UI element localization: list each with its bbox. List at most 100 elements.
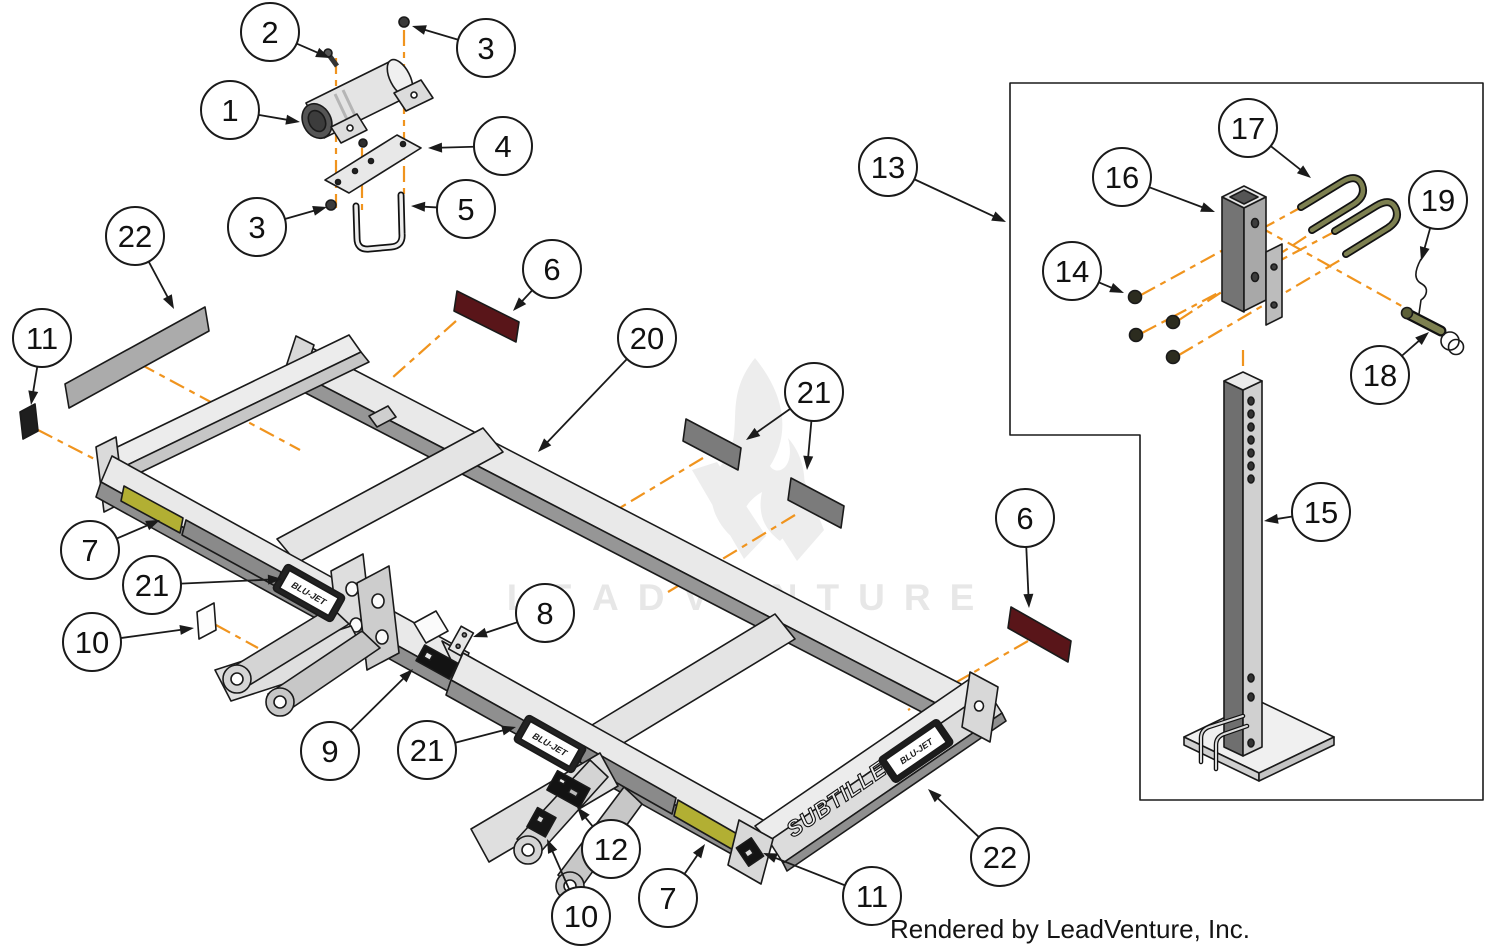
center-cross-tube — [276, 427, 504, 564]
callout-18[interactable]: 18 — [1350, 332, 1429, 405]
callout-balloon[interactable] — [1291, 482, 1351, 542]
leader-line — [1148, 186, 1206, 210]
callout-12[interactable]: 12 — [577, 807, 641, 879]
callout-number: 18 — [1363, 358, 1397, 393]
arrowhead-icon — [428, 142, 443, 153]
callout-number: 21 — [797, 375, 831, 410]
callout-5[interactable]: 5 — [411, 179, 496, 239]
gray-decal-b — [787, 477, 845, 529]
arrowhead-icon — [538, 438, 552, 452]
callout-9[interactable]: 9 — [300, 669, 413, 781]
callout-8[interactable]: 8 — [473, 583, 575, 643]
callout-balloon[interactable] — [436, 179, 496, 239]
callout-balloon[interactable] — [551, 886, 611, 946]
callout-number: 14 — [1055, 254, 1089, 289]
callout-10[interactable]: 10 — [62, 612, 194, 672]
callout-balloon[interactable] — [60, 520, 120, 580]
callout-22[interactable]: 22 — [105, 206, 174, 309]
leader-line — [771, 855, 846, 887]
callout-balloon[interactable] — [473, 116, 533, 176]
callout-balloon[interactable] — [784, 362, 844, 422]
callout-balloon[interactable] — [122, 555, 182, 615]
callout-11[interactable]: 11 — [763, 853, 902, 926]
leader-line — [180, 578, 273, 585]
callout-6[interactable]: 6 — [995, 488, 1055, 608]
arrowhead-icon — [412, 25, 427, 35]
base-handle — [1198, 713, 1250, 772]
arrowhead-icon — [746, 427, 761, 440]
leader-line — [437, 145, 475, 149]
callout-balloon[interactable] — [842, 866, 902, 926]
callout-17[interactable]: 17 — [1218, 98, 1311, 178]
callout-balloon[interactable] — [105, 206, 165, 266]
callout-balloon[interactable] — [62, 612, 122, 672]
toolbar-frame: SUBTILLER BLU-JET — [95, 334, 1007, 901]
callout-2[interactable]: 2 — [240, 2, 330, 62]
callout-21[interactable]: 21 — [746, 362, 844, 470]
callout-number: 4 — [494, 129, 511, 164]
red-reflector-top — [453, 290, 520, 343]
callout-7[interactable]: 7 — [60, 520, 160, 580]
callout-13[interactable]: 13 — [858, 137, 1006, 222]
callout-balloon[interactable] — [227, 197, 287, 257]
callout-balloon[interactable] — [970, 827, 1030, 887]
callout-number: 5 — [457, 192, 474, 227]
callout-number: 10 — [75, 625, 109, 660]
callout-balloon[interactable] — [456, 18, 516, 78]
arrowhead-icon — [501, 725, 516, 736]
callout-11[interactable]: 11 — [12, 308, 72, 405]
red-reflector-right — [1007, 606, 1072, 663]
callout-19[interactable]: 19 — [1408, 170, 1468, 261]
callout-balloon[interactable] — [240, 2, 300, 62]
callout-3[interactable]: 3 — [412, 18, 516, 78]
callout-21[interactable]: 21 — [122, 555, 282, 615]
callout-10[interactable]: 10 — [547, 839, 611, 946]
callout-balloon[interactable] — [1092, 147, 1152, 207]
leader-line — [806, 420, 813, 461]
rear-rail — [283, 335, 989, 738]
callout-number: 22 — [118, 219, 152, 254]
arrowhead-icon — [312, 206, 327, 216]
callout-balloon[interactable] — [995, 488, 1055, 548]
arrowhead-icon — [1109, 282, 1124, 293]
callout-22[interactable]: 22 — [928, 789, 1030, 887]
callout-balloon[interactable] — [581, 819, 641, 879]
callout-20[interactable]: 20 — [538, 308, 677, 452]
callout-balloon[interactable] — [1408, 170, 1468, 230]
hairpin-clip — [1415, 258, 1428, 315]
callout-number: 8 — [536, 596, 553, 631]
callout-4[interactable]: 4 — [428, 116, 533, 176]
leader-line — [753, 407, 791, 435]
callout-balloon[interactable] — [522, 239, 582, 299]
callout-balloon[interactable] — [515, 583, 575, 643]
callout-21[interactable]: 21 — [397, 720, 516, 780]
white-square-decal — [196, 602, 217, 640]
arrowhead-icon — [1296, 165, 1311, 178]
leader-line — [454, 728, 507, 744]
callout-number: 22 — [983, 840, 1017, 875]
callout-16[interactable]: 16 — [1092, 147, 1215, 212]
callout-6[interactable]: 6 — [513, 239, 582, 311]
callout-number: 21 — [135, 568, 169, 603]
leader-line — [1025, 546, 1030, 599]
callout-balloon[interactable] — [12, 308, 72, 368]
callout-balloon[interactable] — [858, 137, 918, 197]
callout-balloon[interactable] — [1218, 98, 1278, 158]
callout-7[interactable]: 7 — [638, 844, 705, 928]
callout-1[interactable]: 1 — [200, 80, 300, 140]
callout-3[interactable]: 3 — [227, 197, 327, 257]
callout-balloon[interactable] — [1042, 241, 1102, 301]
callout-15[interactable]: 15 — [1264, 482, 1351, 542]
black-reflector-right — [735, 837, 765, 867]
callout-balloon[interactable] — [638, 868, 698, 928]
callout-14[interactable]: 14 — [1042, 241, 1124, 301]
callout-balloon[interactable] — [617, 308, 677, 368]
callout-balloon[interactable] — [397, 720, 457, 780]
callout-balloon[interactable] — [200, 80, 260, 140]
arrowhead-icon — [577, 807, 590, 822]
callout-balloon[interactable] — [1350, 345, 1410, 405]
arrowhead-icon — [1023, 593, 1034, 608]
callout-balloon[interactable] — [300, 721, 360, 781]
gray-decal-a — [682, 418, 742, 471]
